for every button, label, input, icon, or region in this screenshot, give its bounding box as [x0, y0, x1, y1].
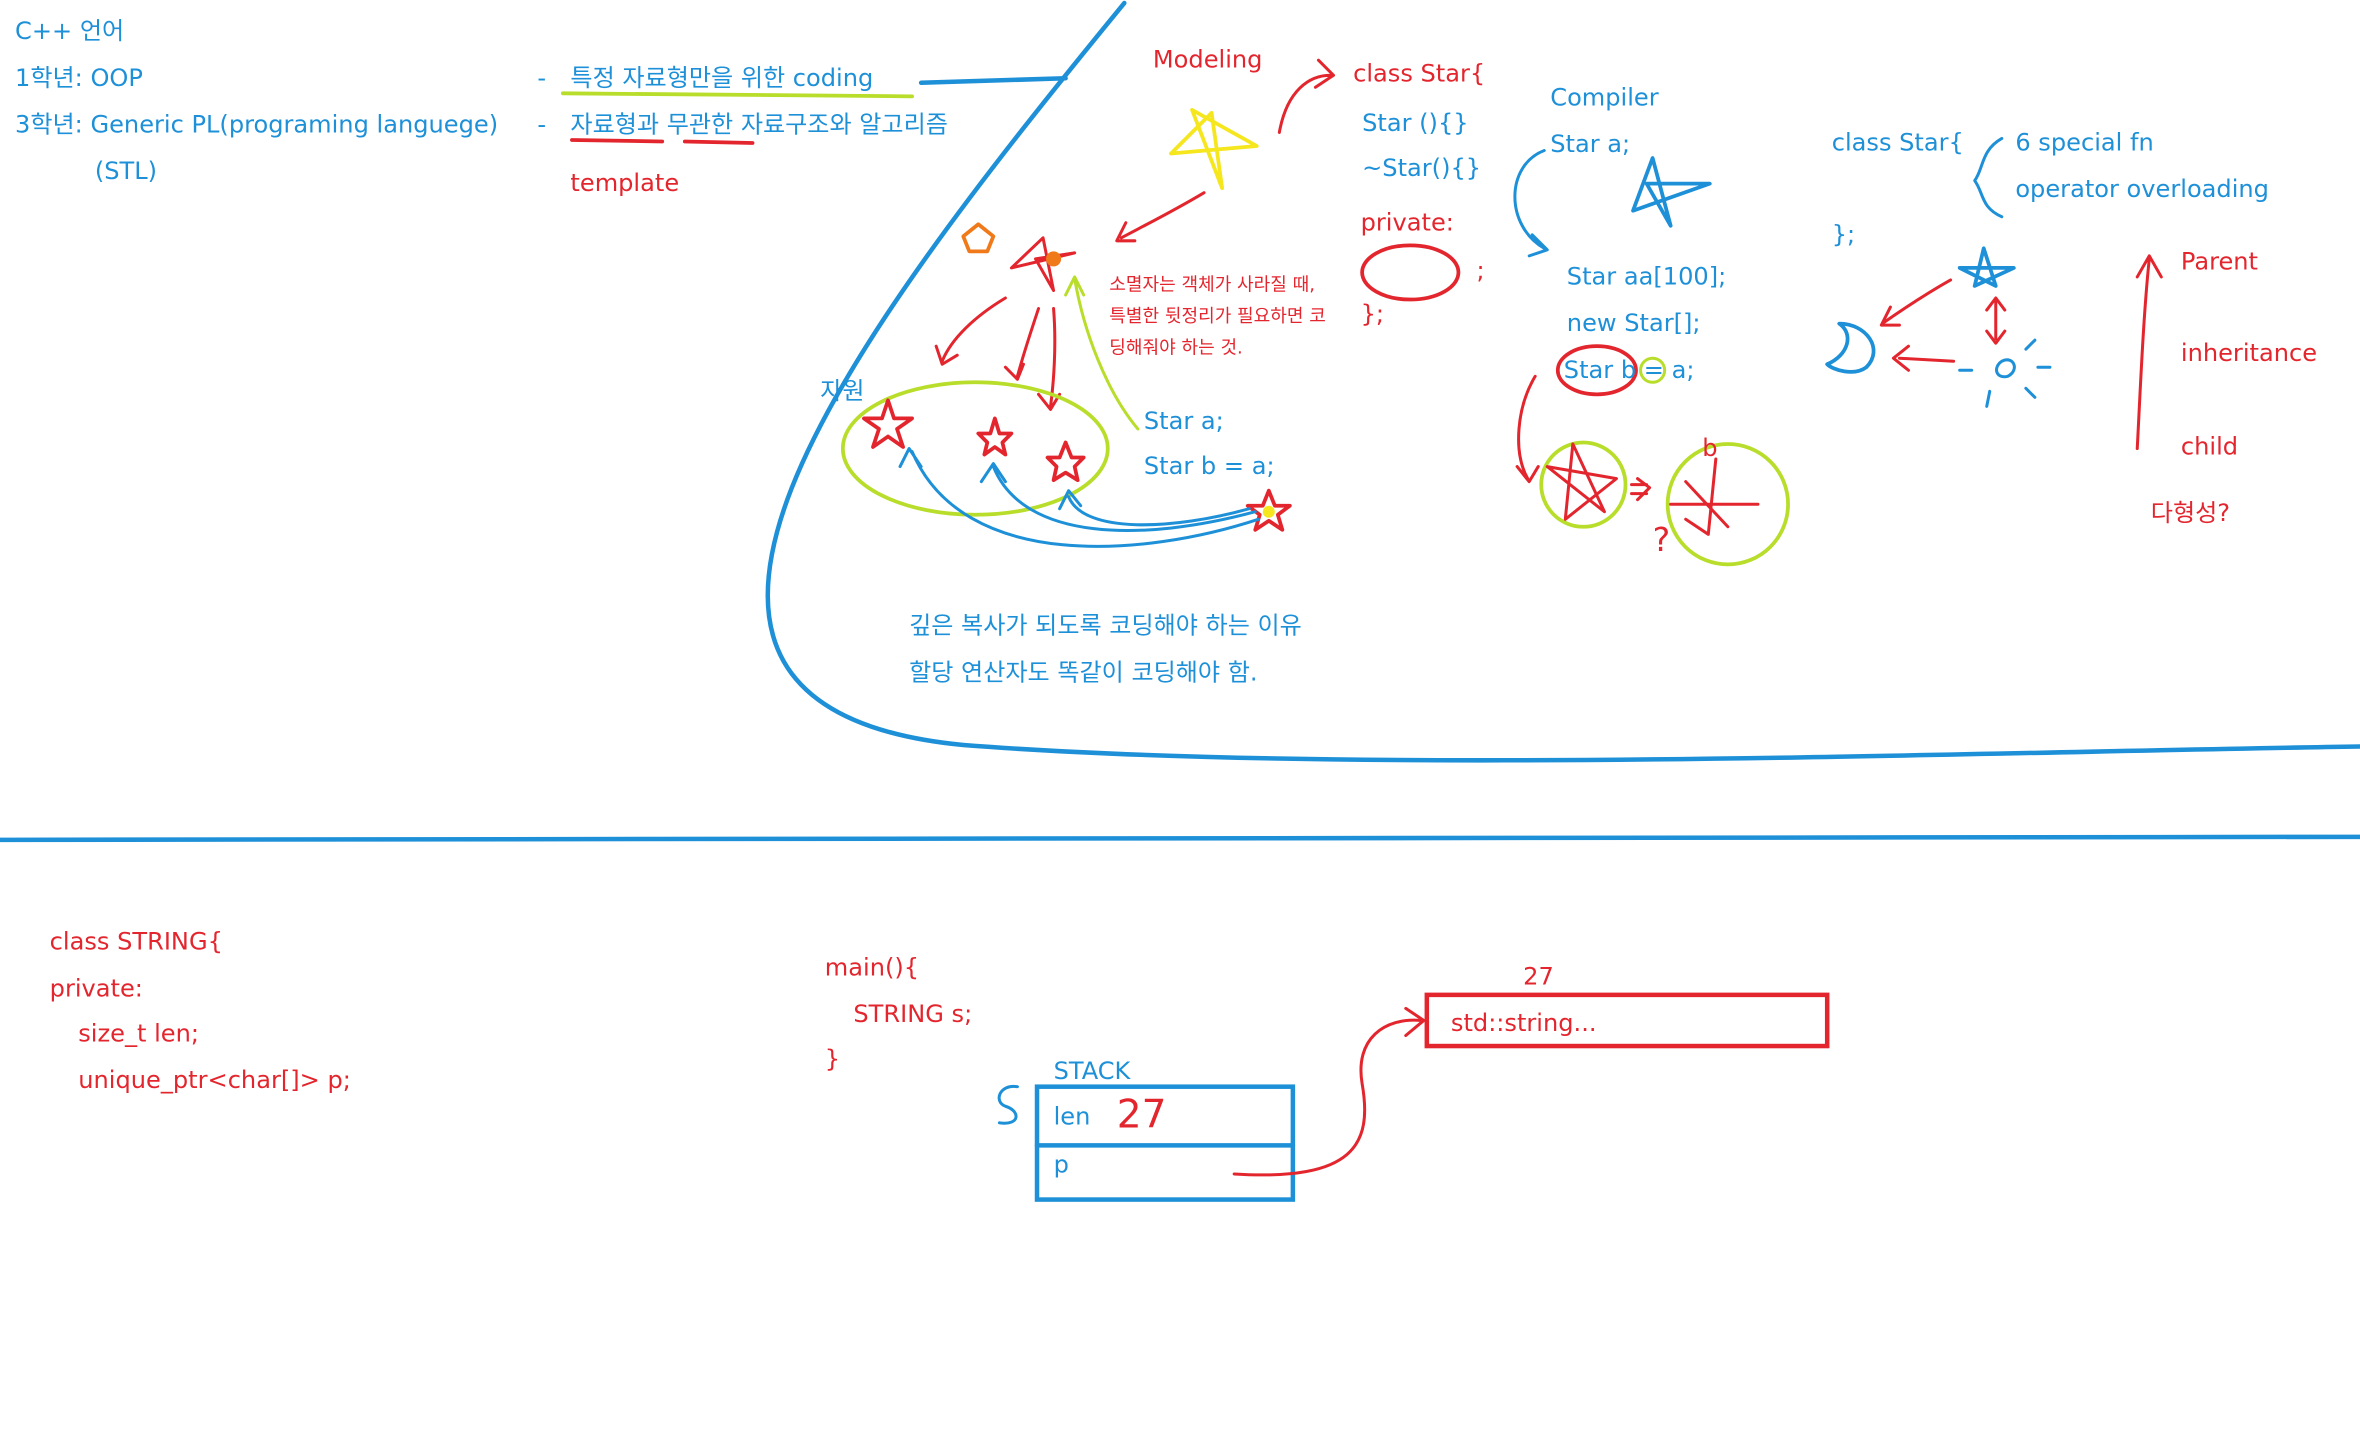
note1-connector: [918, 76, 1068, 86]
compiler-bracket: [1513, 149, 1549, 258]
class-star-close: };: [1831, 219, 1856, 249]
inherit-arrow-red: [1879, 278, 2007, 372]
class-star-line-4: private:: [1360, 207, 1454, 237]
string-class-line-2: private:: [49, 973, 143, 1003]
compiler-line-4: Star b = a;: [1563, 355, 1695, 384]
heap-box: [1424, 992, 1830, 1049]
copy-star-b: [1669, 457, 1760, 536]
destructor-note-3: 딩해줘야 하는 것.: [1109, 337, 1243, 359]
private-circle: [1360, 243, 1461, 302]
main-line-3: }: [824, 1044, 841, 1074]
compiler-line-1: Star a;: [1550, 129, 1631, 159]
stl-label: (STL): [94, 156, 158, 186]
note-generic-algorithms: 자료형과 무관한 자료구조와 알고리즘: [570, 109, 948, 139]
compiler-star-icon: [1631, 156, 1712, 228]
parent-child-arrow: [2135, 254, 2163, 451]
heap-text: std::string...: [1450, 1008, 1597, 1038]
string-class-line-4: unique_ptr<char[]> p;: [78, 1065, 351, 1095]
modeling-label: Modeling: [1152, 45, 1263, 74]
string-class-line-3: size_t len;: [78, 1018, 199, 1048]
underline-red-1: [570, 138, 665, 144]
enclosing-curve: [765, 0, 2360, 763]
class-star-open: class Star{: [1831, 127, 1964, 157]
destructor-note-1: 소멸자는 객체가 사라질 때,: [1109, 273, 1316, 295]
b-mark: b: [1702, 433, 1718, 463]
semicolon-mark: ;: [1476, 255, 1485, 285]
string-class-line-1: class STRING{: [49, 927, 223, 956]
deep-copy-note-1: 깊은 복사가 되도록 코딩해야 하는 이유: [909, 611, 1302, 640]
parent-star-icon: [1957, 246, 2016, 288]
stack-box: [1034, 1084, 1296, 1202]
copy-line-1: Star a;: [1143, 406, 1224, 435]
orange-pentagon-icon: [961, 222, 996, 254]
compiler-line-2: Star aa[100];: [1566, 261, 1727, 291]
copy-circle-a: [1539, 440, 1628, 529]
red-star-icon: [1009, 236, 1077, 292]
resource-arrows: [934, 296, 1062, 411]
year3-label: 3학년: Generic PL(programing languege): [15, 109, 499, 139]
modeling-arrow: [1277, 58, 1336, 134]
fn-bracket: [1973, 136, 2004, 219]
len-label: len: [1053, 1101, 1091, 1131]
resource-star-3: [1045, 440, 1086, 483]
main-line-1: main(){: [824, 952, 920, 982]
class-star-line-5: };: [1360, 299, 1385, 329]
section-divider: [0, 831, 2360, 843]
stack-label: STACK: [1053, 1056, 1131, 1086]
note-specific-type: 특정 자료형만을 위한 coding: [570, 63, 874, 92]
sun-sketch-icon: [1958, 338, 2052, 408]
deep-copy-arrows: [898, 447, 1260, 548]
template-label: template: [570, 168, 680, 198]
main-line-2: STRING s;: [853, 999, 973, 1028]
resource-label: 자원: [820, 376, 865, 405]
underline-red-2: [682, 139, 755, 145]
star-b-circle: [1555, 344, 1638, 397]
resource-star-1: [862, 398, 914, 449]
underline-green: [561, 91, 914, 99]
s-mark: [997, 1084, 1019, 1125]
question-mark: ?: [1652, 522, 1671, 560]
deep-copy-note-2: 할당 연산자도 똑같이 코딩해야 함.: [909, 657, 1258, 687]
year1-label: 1학년: OOP: [15, 63, 143, 92]
copy-circle-b: [1665, 442, 1790, 567]
down-arrow-1: [1115, 191, 1206, 243]
copy-line-2: Star b = a;: [1143, 451, 1275, 481]
parent-label: Parent: [2180, 246, 2258, 276]
len-value: 27: [1116, 1092, 1167, 1138]
green-pointer: [1064, 275, 1140, 431]
resource-ellipse: [840, 380, 1110, 517]
inheritance-label: inheritance: [2180, 338, 2318, 368]
operator-overloading-label: operator overloading: [2015, 174, 2269, 204]
dash-2: -: [537, 109, 547, 139]
heap-size-label: 27: [1523, 961, 1554, 991]
class-star-line-2: Star (){}: [1362, 108, 1469, 137]
polymorphism-label: 다형성?: [2150, 498, 2231, 527]
class-star-line-1: class Star{: [1353, 58, 1486, 88]
crescent-icon: [1825, 321, 1876, 374]
copy-star-center: [1262, 505, 1275, 518]
destructor-note-2: 특별한 뒷정리가 필요하면 코: [1109, 305, 1326, 327]
copy-star-icon: [1245, 488, 1292, 532]
yellow-star-icon: [1169, 107, 1259, 191]
copy-star-a: [1545, 442, 1618, 521]
resource-star-2: [976, 416, 1014, 457]
class-star-line-3: ~Star(){}: [1362, 153, 1482, 183]
special-fn-label: 6 special fn: [2015, 127, 2154, 157]
dash-1: -: [537, 63, 547, 92]
compiler-title: Compiler: [1550, 82, 1659, 112]
star-b-green-mark: [1639, 356, 1667, 384]
page-title: C++ 언어: [15, 16, 125, 46]
compiler-line-3: new Star[];: [1566, 308, 1701, 338]
compiler-down-arrow: [1515, 374, 1540, 484]
pointer-arrow: [1232, 1006, 1426, 1177]
child-label: child: [2180, 431, 2239, 461]
orange-dot: [1046, 251, 1062, 267]
copy-sign: [1630, 477, 1652, 502]
p-label: p: [1053, 1149, 1069, 1179]
